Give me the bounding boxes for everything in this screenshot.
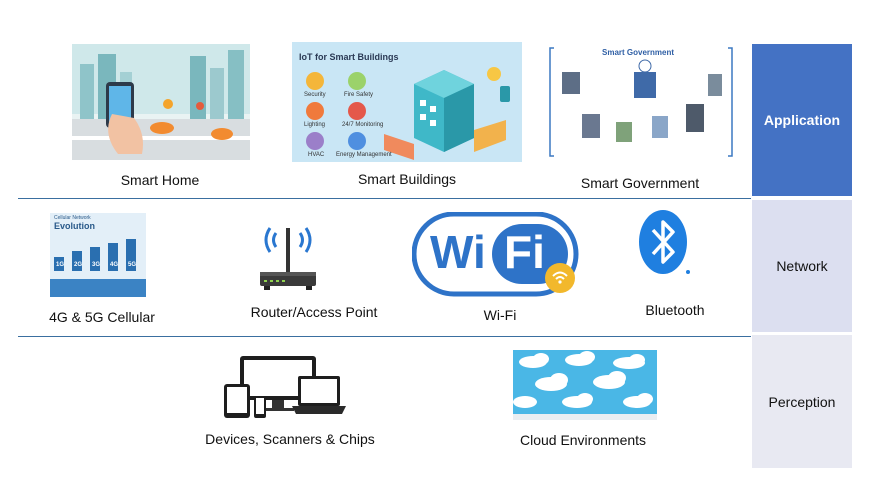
lighting-icon: [306, 102, 324, 120]
gen-5g: 5G: [128, 262, 137, 268]
bluetooth-caption: Bluetooth: [645, 302, 705, 318]
cloud-caption: Cloud Environments: [519, 432, 647, 448]
network-label: Network: [776, 258, 828, 274]
wifi-logo: Wi Fi: [412, 212, 580, 298]
buildings-item-security: Security: [304, 92, 326, 98]
wifi-caption: Wi-Fi: [483, 307, 517, 323]
divider-network-perception: [18, 336, 751, 337]
bluetooth-icon: [637, 210, 693, 278]
router-icon: [256, 222, 320, 294]
gen-3g: 3G: [92, 262, 101, 268]
buildings-item-fire-safety: Fire Safety: [344, 92, 374, 98]
cellular-caption: 4G & 5G Cellular: [49, 309, 155, 325]
gen-4g: 4G: [110, 262, 119, 268]
cellular-heading-big: Evolution: [54, 221, 95, 231]
government-image-title: Smart Government: [602, 48, 675, 57]
smart-government-caption: Smart Government: [580, 175, 700, 191]
network-layer-label: Network: [752, 200, 852, 332]
energy-icon: [348, 132, 366, 150]
divider-application-network: [18, 198, 751, 199]
devices-caption: Devices, Scanners & Chips: [205, 431, 375, 447]
application-label: Application: [763, 112, 841, 128]
hvac-icon: [306, 132, 324, 150]
smart-buildings-caption: Smart Buildings: [357, 171, 457, 187]
buildings-item-lighting: Lighting: [304, 122, 326, 128]
cellular-heading-small: Cellular Network: [54, 215, 91, 221]
buildings-item-hvac: HVAC: [308, 152, 325, 158]
perception-label: Perception: [768, 393, 836, 410]
cellular-evolution-image: Cellular Network Evolution 1G 2G 3G 4G 5…: [50, 213, 146, 297]
wifi-logo-fi: Fi: [504, 226, 545, 278]
buildings-image-title: IoT for Smart Buildings: [299, 52, 399, 62]
cloud-environments-image: [513, 350, 657, 420]
smart-home-image: [72, 44, 250, 160]
security-icon: [306, 72, 324, 90]
application-layer-label: Application: [752, 44, 852, 196]
wifi-logo-wi: Wi: [430, 226, 486, 278]
monitoring-icon: [348, 102, 366, 120]
gen-2g: 2G: [74, 262, 83, 268]
smart-government-image: Smart Government: [548, 44, 734, 160]
fire-safety-icon: [348, 72, 366, 90]
smart-home-caption: Smart Home: [120, 172, 200, 188]
buildings-item-monitoring: 24/7 Monitoring: [342, 122, 384, 128]
gen-1g: 1G: [56, 262, 65, 268]
router-caption: Router/Access Point: [250, 304, 378, 320]
devices-icon: [224, 356, 348, 420]
buildings-item-energy: Energy Management: [336, 152, 392, 158]
smart-buildings-image: IoT for Smart Buildings Security Fire Sa…: [292, 42, 522, 162]
perception-layer-label: Perception: [752, 335, 852, 468]
